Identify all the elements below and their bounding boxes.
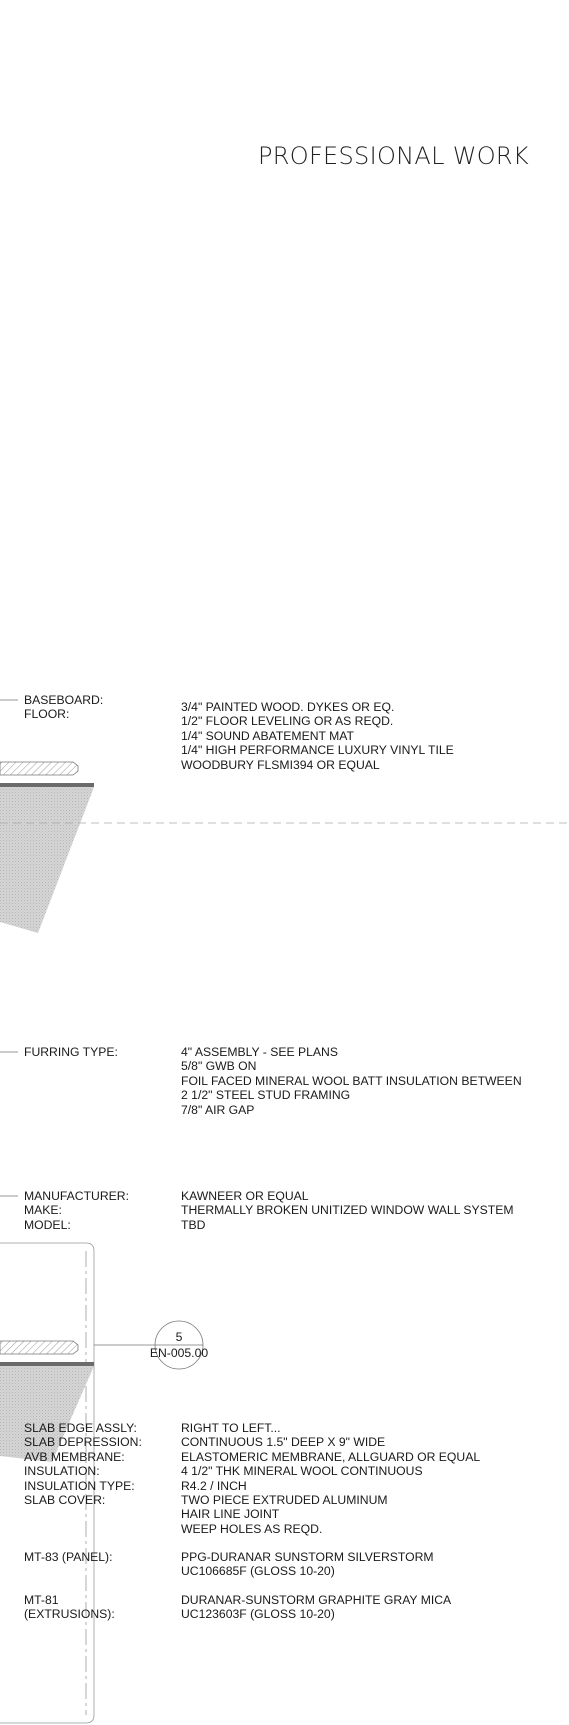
slab-value-line: TWO PIECE EXTRUDED ALUMINUM [181,1493,388,1508]
floor-value-line: WOODBURY FLSMI394 OR EQUAL [181,757,380,772]
insulation-type-label: INSULATION TYPE: [24,1478,135,1493]
slab-value-line: ELASTOMERIC MEMBRANE, ALLGUARD OR EQUAL [181,1449,481,1464]
callout-sheet-reference: EN-005.00 [149,1346,209,1360]
extrusion-note-labels: MT-81 (EXTRUSIONS): [24,1593,115,1622]
model-value: TBD [181,1217,206,1232]
furring-value-line: 4" ASSEMBLY - SEE PLANS [181,1045,338,1059]
slab-value-line: HAIR LINE JOINT [181,1507,280,1522]
slab-depression-label: SLAB DEPRESSION: [24,1435,142,1450]
extrusion-value-line: DURANAR-SUNSTORM GRAPHITE GRAY MICA [181,1593,452,1607]
extrusion-label: (EXTRUSIONS): [24,1607,115,1622]
slab-edge-label: SLAB EDGE ASSLY: [24,1421,137,1435]
slab-value-line: CONTINUOUS 1.5" DEEP X 9" WIDE [181,1435,386,1450]
furring-value-line: 7/8" AIR GAP [181,1102,255,1117]
window-note-labels: MANUFACTURER: MAKE: MODEL: [24,1189,129,1232]
lower-slab-detail [0,1340,94,1462]
make-value: THERMALLY BROKEN UNITIZED WINDOW WALL SY… [181,1203,514,1218]
panel-value-line: UC106685F (GLOSS 10-20) [181,1564,335,1579]
slab-value-line: RIGHT TO LEFT... [181,1421,281,1435]
furring-note-values: 4" ASSEMBLY - SEE PLANS 5/8" GWB ON FOIL… [181,1045,522,1117]
floor-note-values: 3/4" PAINTED WOOD. DYKES OR EQ. 1/2" FLO… [181,700,454,772]
floor-value-line: 1/2" FLOOR LEVELING OR AS REQD. [181,714,394,729]
panel-note-values: PPG-DURANAR SUNSTORM SILVERSTORM UC10668… [181,1550,434,1579]
sheet-title: PROFESSIONAL WORK [258,142,529,170]
avb-membrane-label: AVB MEMBRANE: [24,1449,125,1464]
panel-label: MT-83 (PANEL): [24,1550,113,1564]
floor-value-line: 3/4" PAINTED WOOD. DYKES OR EQ. [181,700,395,714]
manufacturer-value: KAWNEER OR EQUAL [181,1189,309,1203]
insulation-label: INSULATION: [24,1464,100,1479]
upper-floor-detail [0,761,94,933]
extrusion-note-values: DURANAR-SUNSTORM GRAPHITE GRAY MICA UC12… [181,1593,451,1622]
floor-value-line: 1/4" HIGH PERFORMANCE LUXURY VINYL TILE [181,743,454,758]
slab-value-line: R4.2 / INCH [181,1478,247,1493]
slab-note-labels: SLAB EDGE ASSLY: SLAB DEPRESSION: AVB ME… [24,1421,142,1507]
floor-note-labels: BASEBOARD: FLOOR: [24,693,103,722]
extrusion-label: MT-81 [24,1593,59,1607]
window-wall-outline [0,1242,95,1724]
floor-label: FLOOR: [24,707,70,722]
furring-value-line: 5/8" GWB ON [181,1059,257,1074]
extrusion-value-line: UC123603F (GLOSS 10-20) [181,1607,335,1622]
slab-value-line: WEEP HOLES AS REQD. [181,1521,323,1536]
panel-note-labels: MT-83 (PANEL): [24,1550,113,1564]
furring-value-line: FOIL FACED MINERAL WOOL BATT INSULATION … [181,1073,522,1088]
model-label: MODEL: [24,1217,71,1232]
slab-cover-label: SLAB COVER: [24,1493,106,1508]
furring-note-labels: FURRING TYPE: [24,1045,118,1059]
callout-number: 5 [175,1330,183,1344]
make-label: MAKE: [24,1203,62,1218]
manufacturer-label: MANUFACTURER: [24,1189,129,1203]
slab-note-values: RIGHT TO LEFT... CONTINUOUS 1.5" DEEP X … [181,1421,480,1536]
furring-value-line: 2 1/2" STEEL STUD FRAMING [181,1088,351,1103]
furring-type-label: FURRING TYPE: [24,1045,118,1059]
baseboard-label: BASEBOARD: [24,693,104,707]
window-note-values: KAWNEER OR EQUAL THERMALLY BROKEN UNITIZ… [181,1189,513,1232]
panel-value-line: PPG-DURANAR SUNSTORM SILVERSTORM [181,1550,434,1564]
slab-value-line: 4 1/2" THK MINERAL WOOL CONTINUOUS [181,1464,423,1479]
floor-value-line: 1/4" SOUND ABATEMENT MAT [181,728,354,743]
